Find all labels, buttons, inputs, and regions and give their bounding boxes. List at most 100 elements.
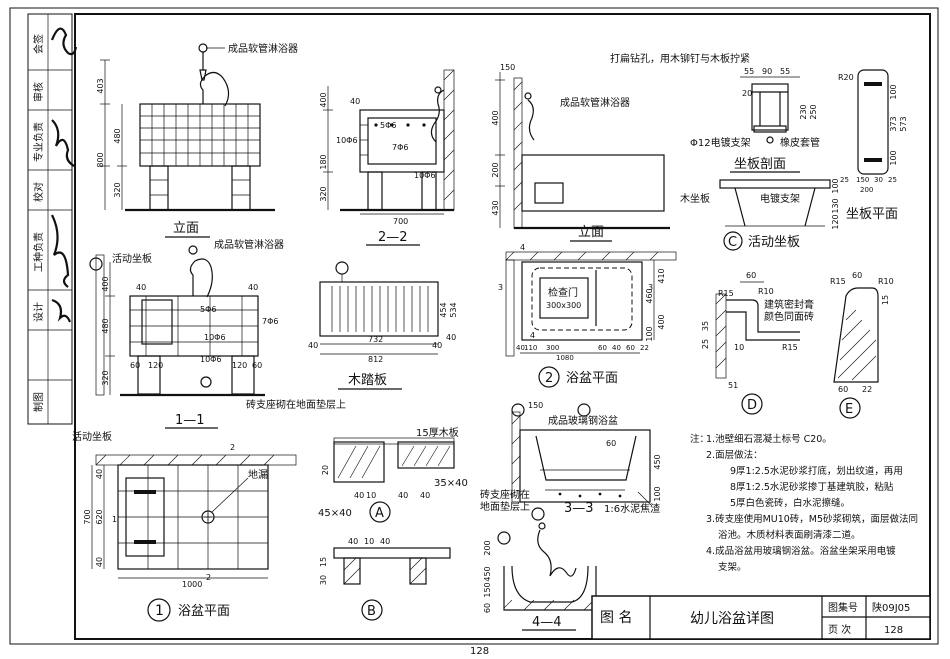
title-block-page-value: 128 (884, 625, 903, 636)
dim-44-200: 200 (483, 540, 492, 555)
view-detail-d: 60 R10 R15 建筑密封膏 颜色同面砖 35 25 10 R15 51 D (701, 271, 814, 415)
dim-e-15: 15 (881, 295, 890, 305)
dim-seatplan-150: 150 (856, 176, 869, 184)
signature-3 (51, 214, 70, 288)
marker-1a: 1 (112, 515, 117, 524)
dim-11-120a: 120 (148, 361, 163, 370)
dim-mat-732: 732 (368, 335, 383, 344)
dim-plan2-300: 300 (546, 344, 559, 352)
note-line-1: 1.池壁细石混凝土标号 C20。 (706, 433, 832, 445)
dim-plan2-1080: 1080 (556, 354, 574, 362)
label-movable-board-2: 活动坐板 (72, 430, 112, 443)
dim-seatplan-100b: 100 (889, 150, 898, 165)
dim-seatplan-573: 573 (899, 116, 908, 131)
dim-plan2-460: 460 (645, 288, 654, 303)
dim-11-400: 400 (101, 276, 110, 291)
marker-plan-2: 2 (545, 371, 553, 386)
dim-33-100: 100 (653, 486, 662, 501)
role-label-review: 审核 (32, 82, 45, 102)
dim-seat-90: 90 (762, 67, 772, 76)
dim-seat-230: 230 (799, 104, 808, 119)
label-11-5phi6: 5Φ6 (200, 305, 216, 314)
title-elevation-2: 立面 (578, 225, 604, 240)
dim-elev1-403: 403 (96, 78, 105, 93)
role-label-countersign: 会签 (32, 34, 45, 54)
label-brick-pier-2a: 砖支座砌在 (480, 488, 530, 501)
view-plan-1: 地漏 活动坐板 1 2 2 700 620 40 40 1000 1 浴盆平面 (72, 430, 297, 622)
view-section-4-4: 200 450 150 60 4—4 (483, 507, 597, 631)
marker-c: C (728, 235, 737, 250)
dim-plan1-40a: 40 (95, 469, 104, 479)
label-galv-frame: 电镀支架 (760, 192, 800, 205)
dim-22-180: 180 (319, 154, 328, 169)
dim-seat-120: 120 (831, 214, 840, 229)
dim-33-150: 150 (528, 401, 543, 410)
label-shower-2: 成品软管淋浴器 (560, 96, 630, 109)
dim-seatplan-r20: R20 (838, 73, 854, 82)
label-wood-board-15: 15厚木板 (416, 426, 459, 439)
dim-d-60: 60 (746, 271, 756, 280)
label-wood-seat: 木坐板 (680, 192, 710, 205)
dim-a-20: 20 (321, 465, 330, 475)
dim-d-r10: R10 (758, 287, 774, 296)
dim-a-40c: 40 (420, 491, 430, 500)
dim-22-320: 320 (319, 186, 328, 201)
dim-b-40a: 40 (348, 537, 358, 546)
label-22-7phi6: 7Φ6 (392, 143, 408, 152)
dim-mat-40a: 40 (308, 341, 318, 350)
marker-2b: 2 (206, 573, 211, 582)
dim-mat-454: 454 (439, 302, 448, 317)
dim-11-60a: 60 (130, 361, 140, 370)
title-block-atlas-value: 陕09J05 (872, 601, 910, 614)
dim-a-40a: 40 (354, 491, 364, 500)
dim-plan1-1000: 1000 (182, 580, 202, 589)
dim-seatplan-30: 30 (874, 176, 883, 184)
note-line-9: 支架。 (718, 561, 747, 573)
role-label-discipline-lead: 专业负责 (32, 122, 45, 162)
label-floor-drain: 地漏 (248, 468, 268, 481)
page-number: 128 (470, 646, 489, 657)
title-block-atlas-label: 图集号 (828, 601, 858, 614)
label-bldg-seal-1: 建筑密封膏 (764, 298, 814, 311)
dim-seat-130: 130 (831, 198, 840, 213)
dim-22-400: 400 (319, 92, 328, 107)
dim-elev1-480: 480 (113, 128, 122, 143)
signature-4 (51, 298, 72, 323)
label-shower-1: 成品软管淋浴器 (228, 42, 298, 55)
dim-11-40b: 40 (248, 283, 258, 292)
label-shower-3: 成品软管淋浴器 (214, 238, 284, 251)
label-bldg-seal-2: 颜色同面砖 (764, 310, 814, 323)
label-22-10phi6b: 10Φ6 (414, 171, 436, 180)
dim-seat-55a: 55 (744, 67, 754, 76)
marker-a: A (375, 506, 384, 521)
approval-sidebar: 会签 审核 专业负责 校对 工种负责 设计 制图 (27, 13, 78, 425)
dim-44-450: 450 (483, 566, 492, 581)
note-line-4: 8厚1:2.5水泥砂浆掺丁基建筑胶，粘贴 (730, 481, 894, 493)
dim-d-r15b: R15 (782, 343, 798, 352)
view-detail-e: R15 60 R10 60 22 15 E (830, 271, 894, 419)
dim-seatplan-373: 373 (889, 116, 898, 131)
dim-11-480: 480 (101, 318, 110, 333)
label-45x40: 45×40 (318, 508, 352, 519)
role-label-check: 校对 (32, 182, 45, 202)
dim-plan2-100: 100 (645, 326, 654, 341)
note-line-7: 浴池。木质材料表面刷清漆二道。 (718, 529, 861, 541)
marker-plan-1: 1 (155, 603, 164, 619)
dim-mat-40c: 40 (446, 333, 456, 342)
dim-plan1-620: 620 (95, 509, 104, 524)
view-section-3-3: 150 成品玻璃钢浴盆 60 450 100 1:6水泥焦渣 砖支座砌在 地面垫… (480, 401, 662, 516)
dim-plan2-40b: 40 (612, 344, 621, 352)
label-glass-tub: 成品玻璃钢浴盆 (548, 414, 618, 427)
title-block-page-label: 页 次 (828, 623, 851, 636)
dim-22-40: 40 (350, 97, 360, 106)
dim-seatplan-200: 200 (860, 186, 873, 194)
dim-mat-40b: 40 (432, 341, 442, 350)
dim-plan2-110: 110 (524, 344, 537, 352)
label-22-10phi6a: 10Φ6 (336, 136, 358, 145)
marker-b: B (367, 604, 376, 619)
marker-2a: 2 (230, 443, 235, 452)
marker-4b: 4 (530, 331, 535, 340)
dim-seat-100: 100 (831, 178, 840, 193)
dim-plan2-60b: 60 (626, 344, 635, 352)
role-label-design: 设计 (32, 302, 45, 322)
